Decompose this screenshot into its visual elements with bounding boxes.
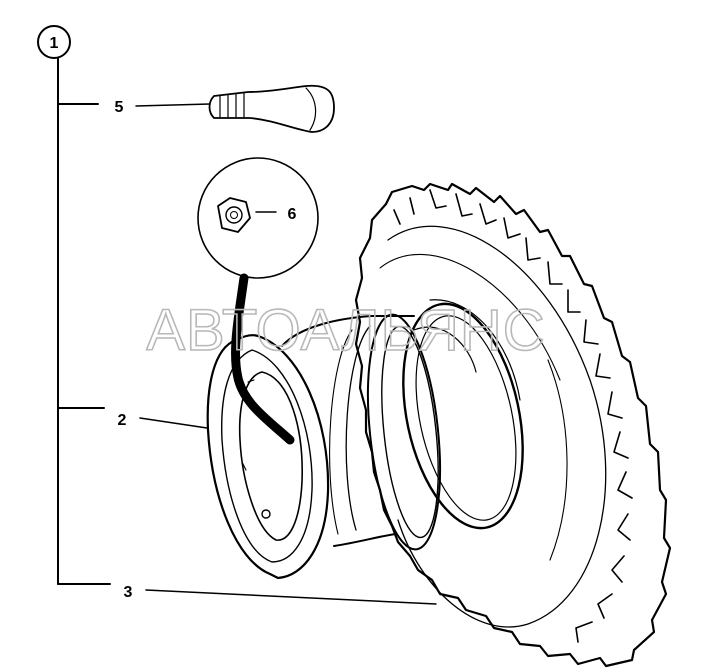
- callout-tyre-number: 3: [124, 584, 133, 601]
- callout-leaders: [135, 103, 437, 605]
- assembly-number: 1: [50, 35, 59, 52]
- callout-nut-number: 6: [288, 206, 297, 223]
- valve-stem: [208, 84, 335, 133]
- watermark-text: АВТОАЛЬЯНС: [146, 298, 545, 363]
- callout-valve-number: 5: [115, 99, 124, 116]
- tyre: [354, 182, 672, 668]
- callout-rim-number: 2: [118, 412, 127, 429]
- nut-detail: [197, 157, 319, 445]
- assembly-bracket: 1: [37, 25, 111, 585]
- rim: [206, 313, 441, 580]
